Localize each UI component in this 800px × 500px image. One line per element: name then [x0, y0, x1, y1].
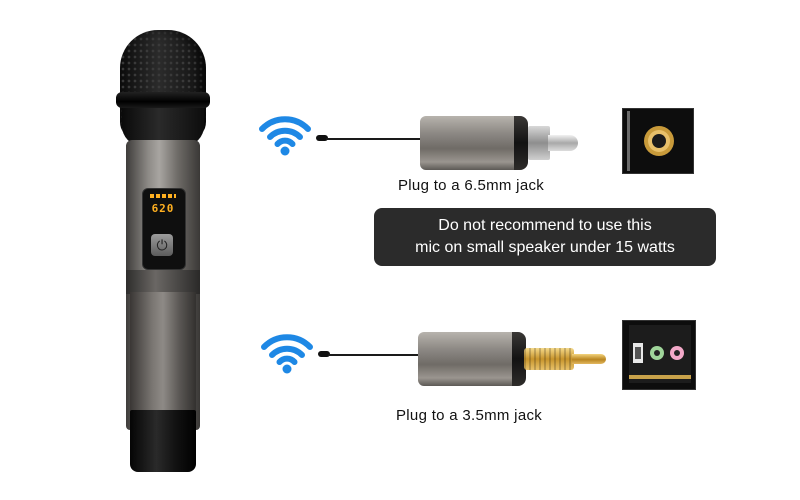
antenna-wire — [326, 138, 422, 140]
antenna-wire — [328, 354, 420, 356]
power-icon: ⏻ — [151, 234, 173, 256]
receiver-body-3-5mm — [418, 332, 518, 386]
mic-collar — [122, 108, 204, 146]
antenna-tip — [318, 351, 330, 357]
3-5mm-plug — [572, 354, 606, 364]
receiver-cap — [514, 116, 528, 170]
6-5mm-plug — [548, 135, 578, 151]
plug-sleeve — [528, 126, 550, 160]
antenna-tip — [316, 135, 328, 141]
mic-tail — [130, 410, 196, 472]
gold-adapter — [524, 348, 574, 370]
audio-ports-icon — [623, 321, 695, 389]
notice-line-2: mic on small speaker under 15 watts — [415, 239, 675, 256]
gold-6.5mm-jack-icon — [623, 109, 693, 173]
notice-line-1: Do not recommend to use this — [438, 217, 652, 234]
mic-battery-bars — [150, 194, 176, 198]
jack-photo-6-5mm — [622, 108, 694, 174]
jack-photo-3-5mm — [622, 320, 696, 390]
receiver-body-6-5mm — [420, 116, 520, 170]
caption-3-5mm: Plug to a 3.5mm jack — [396, 407, 543, 424]
mic-ring — [116, 92, 210, 108]
receiver-cap — [512, 332, 526, 386]
mic-display: 620 — [151, 202, 175, 215]
mic-handle — [130, 292, 196, 412]
wifi-signal-icon — [258, 112, 312, 156]
wifi-signal-icon — [260, 330, 314, 374]
wireless-microphone: 620 ⏻ — [0, 0, 260, 500]
warning-notice: Do not recommend to use this mic on smal… — [374, 208, 716, 266]
mic-band — [126, 270, 200, 294]
caption-6-5mm: Plug to a 6.5mm jack — [398, 177, 545, 194]
mic-control-panel — [142, 188, 186, 270]
